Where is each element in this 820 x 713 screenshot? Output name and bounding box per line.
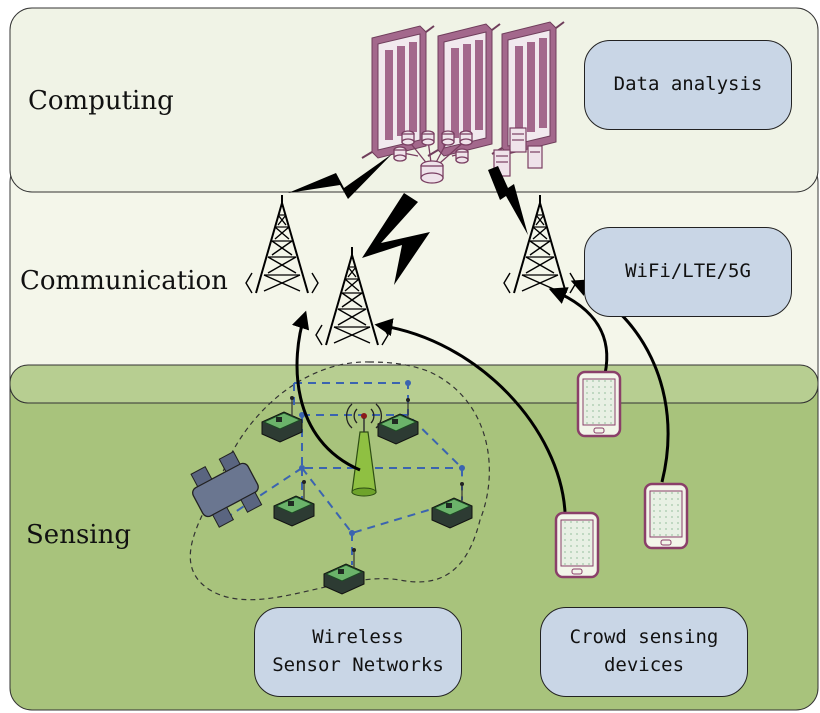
wireless-bolt-icon (288, 154, 392, 199)
smartphone-icon (643, 482, 689, 550)
data-analysis-label: Data analysis (613, 73, 763, 96)
server-rack-icon (491, 21, 565, 155)
crowd-label-line1: Crowd sensing (569, 626, 719, 649)
arrow-phone-to-tower (548, 287, 609, 375)
base-station-icon (346, 403, 382, 497)
wireless-tech-box: WiFi/LTE/5G (584, 227, 792, 317)
wsn-junctions (299, 380, 465, 536)
wsn-label-line2: Sensor Networks (272, 654, 444, 676)
wireless-tech-label: WiFi/LTE/5G (625, 260, 751, 283)
sensing-layer-overlap (9, 364, 819, 404)
wsn-label-line1: Wireless (312, 626, 404, 649)
robot-car-icon (190, 451, 263, 528)
sensing-layer-label: Sensing (26, 520, 131, 550)
data-analysis-box: Data analysis (584, 40, 792, 130)
crowd-sensing-box: Crowd sensing devices (540, 607, 748, 697)
server-icon (493, 127, 543, 177)
wireless-bolt-icon (488, 166, 528, 235)
smartphone-icon (554, 511, 600, 579)
crowd-label-line2: devices (603, 654, 685, 676)
wsn-coverage-area (189, 361, 490, 601)
database-icon (393, 130, 473, 184)
arrow-phone-to-tower (374, 318, 567, 513)
arrow-base-station-to-tower (291, 310, 361, 472)
wireless-bolt-icon (362, 193, 430, 285)
smartphone-icon (576, 370, 622, 438)
communication-layer-label: Communication (20, 266, 228, 296)
wsn-box: Wireless Sensor Networks (254, 607, 462, 697)
computing-layer-label: Computing (28, 86, 174, 116)
